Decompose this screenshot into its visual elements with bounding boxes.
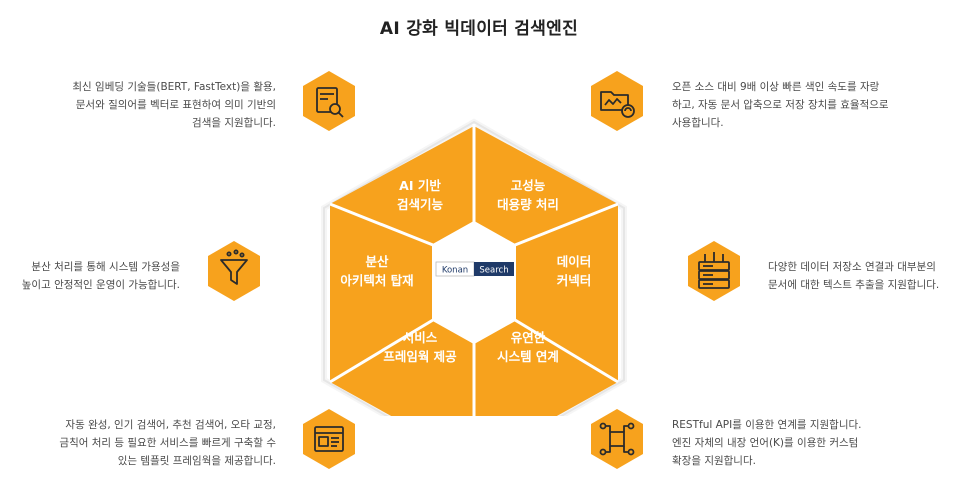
svg-text:Konan: Konan (442, 266, 468, 276)
network-nodes-icon (586, 408, 648, 470)
segment-label-service-2: 프레임웍 제공 (383, 349, 457, 364)
segment-bottom-left (330, 320, 474, 416)
segment-label-flex-1: 유연한 (511, 330, 546, 345)
feature-desc-indexing: 오픈 소스 대비 9배 이상 빠른 색인 속도를 자랑 하고, 자동 문서 압축… (672, 81, 889, 129)
segment-label-ai-1: AI 기반 (399, 178, 441, 193)
segment-label-perf-1: 고성능 (511, 178, 546, 193)
segment-label-flex-2: 시스템 연계 (497, 349, 559, 364)
segment-label-perf-2: 대용량 처리 (497, 197, 559, 212)
server-rack-icon (683, 240, 745, 302)
segment-left (330, 204, 433, 382)
document-search-icon (298, 70, 360, 132)
segment-label-data-2: 커넥터 (557, 273, 592, 288)
page-title: AI 강화 빅데이터 검색엔진 (379, 19, 579, 39)
web-template-icon (298, 408, 360, 470)
central-hexagon-diagram: AI 기반 검색기능 고성능 대용량 처리 데이터 커넥터 유연한 시스템 연계… (318, 116, 630, 416)
segment-label-service-1: 서비스 (403, 330, 438, 345)
feature-desc-connector: 다양한 데이터 저장소 연결과 대부분의 문서에 대한 텍스트 추출을 지원합니… (768, 261, 940, 291)
segment-label-data-1: 데이터 (557, 254, 592, 269)
feature-desc-api: RESTful API를 이용한 연계를 지원합니다. 엔진 자체의 내장 언어… (672, 419, 862, 467)
feature-desc-template: 자동 완성, 인기 검색어, 추천 검색어, 오타 교정, 금칙어 처리 등 필… (59, 419, 276, 467)
folder-sync-icon (586, 70, 648, 132)
segment-label-arch-1: 분산 (365, 254, 389, 269)
funnel-icon (203, 240, 265, 302)
segment-bottom-right (474, 320, 618, 416)
feature-desc-embedding: 최신 임베딩 기술들(BERT, FastText)을 활용, 문서와 질의어를… (72, 81, 276, 129)
segment-top-right (474, 126, 618, 245)
segment-label-arch-2: 아키텍처 탑재 (340, 273, 413, 288)
segment-label-ai-2: 검색기능 (397, 197, 444, 212)
segment-top-left (330, 126, 474, 245)
segment-right (515, 204, 618, 382)
feature-desc-distributed: 분산 처리를 통해 시스템 가용성을 높이고 안정적인 운영이 가능합니다. (21, 261, 180, 291)
svg-text:Search: Search (479, 266, 508, 276)
konan-search-logo: Konan Search (435, 261, 514, 277)
